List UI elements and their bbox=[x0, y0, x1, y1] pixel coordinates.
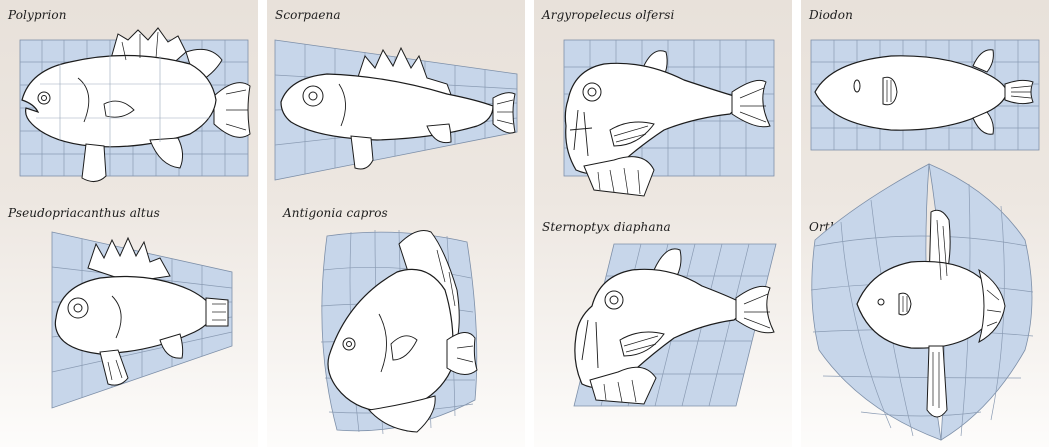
figure-column-2 bbox=[267, 0, 525, 447]
pseudopriacanthus-drawing bbox=[52, 232, 232, 408]
argyropelecus-drawing bbox=[564, 40, 774, 196]
panel-column-1: Polyprion Pseudopriacanthus altus bbox=[0, 0, 258, 447]
figure-column-4 bbox=[801, 0, 1049, 447]
figure-column-3 bbox=[534, 0, 792, 447]
panel-column-4: Diodon Orthagoriscus bbox=[801, 0, 1049, 447]
orthagoriscus-drawing bbox=[811, 164, 1033, 440]
antigonia-drawing bbox=[321, 230, 477, 434]
figure-column-1 bbox=[0, 0, 258, 447]
scorpaena-drawing bbox=[275, 40, 517, 180]
panel-column-2: Scorpaena Antigonia capros bbox=[267, 0, 525, 447]
orthagoriscus-anal-fin bbox=[927, 346, 947, 417]
panel-column-3: Argyropelecus olfersi Sternoptyx diaphan… bbox=[534, 0, 792, 447]
scorpaena-tail-fin bbox=[493, 93, 515, 133]
sternoptyx-drawing bbox=[574, 244, 776, 406]
polyprion-drawing bbox=[20, 28, 250, 182]
diodon-drawing bbox=[811, 40, 1039, 150]
polyprion-pelvic-fin bbox=[82, 144, 106, 182]
